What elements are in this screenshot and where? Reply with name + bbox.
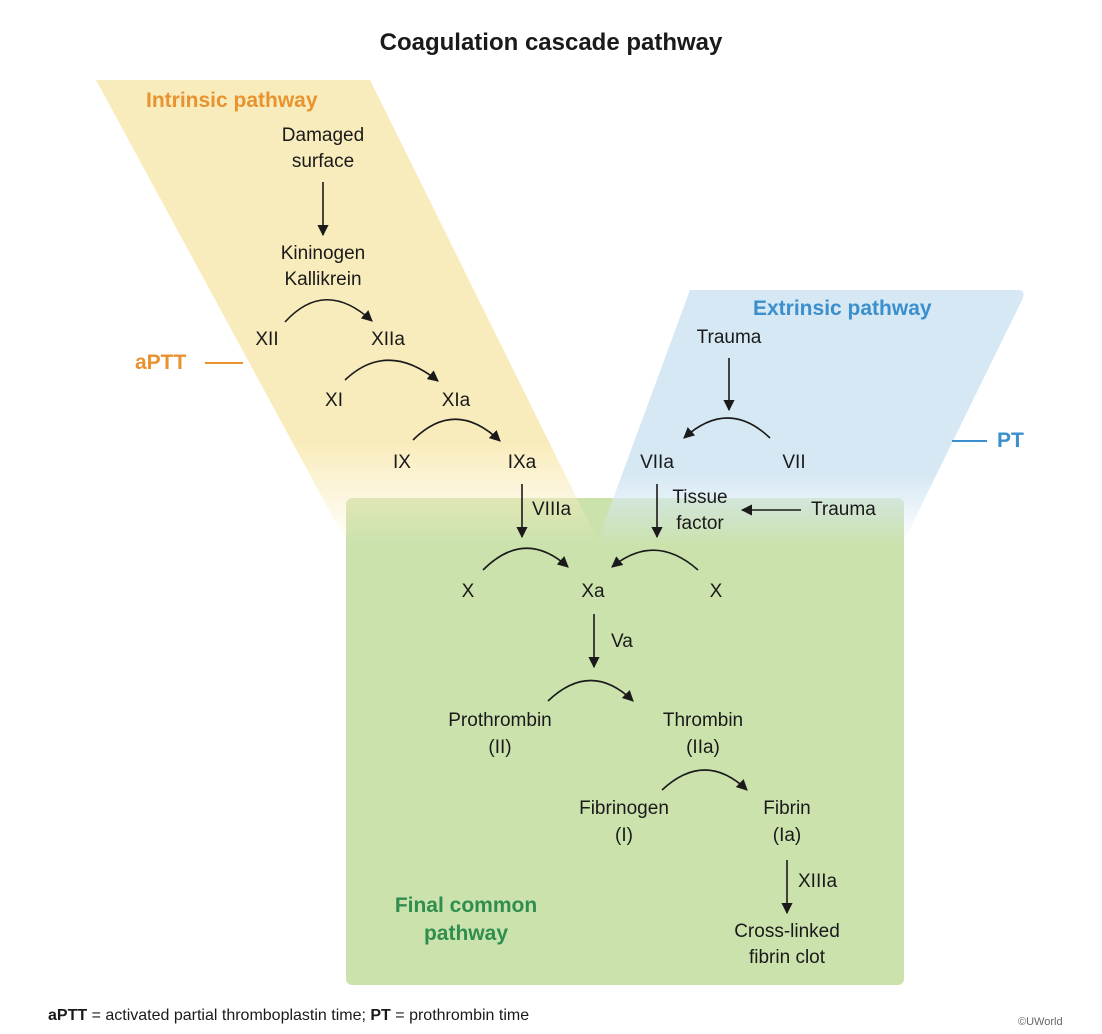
prothrombin-code: (II): [488, 737, 512, 758]
arrow-prothrombin-to-thrombin: [547, 679, 634, 702]
footer-pt-abbr: PT: [370, 1007, 391, 1024]
prothrombin-label: Prothrombin: [448, 710, 552, 731]
factor-va: Va: [611, 631, 633, 652]
factor-ixa: IXa: [507, 452, 537, 473]
trauma-tissue-label: Trauma: [811, 499, 876, 520]
factor-x-right: X: [709, 581, 723, 602]
factor-viia: VIIa: [640, 452, 674, 473]
trauma-label: Trauma: [696, 327, 762, 348]
factor-x-left: X: [461, 581, 475, 602]
kininogen-label: Kininogen: [280, 243, 366, 264]
damaged-surface-line1: Damaged: [281, 125, 365, 146]
arrow-x-to-xa-right: [611, 549, 699, 571]
fibrinogen-label: Fibrinogen: [579, 798, 669, 819]
tissue-factor-line1: Tissue: [672, 487, 728, 508]
damaged-surface-line2: surface: [291, 151, 355, 172]
clot-label-line2: fibrin clot: [748, 947, 826, 968]
tissue-factor-line2: factor: [676, 513, 724, 534]
common-pathway-label-line2: pathway: [423, 922, 509, 945]
factor-vii: VII: [782, 452, 806, 473]
factor-xiia: XIIa: [371, 329, 405, 350]
intrinsic-pathway-label: Intrinsic pathway: [146, 89, 318, 112]
thrombin-code: (IIa): [686, 737, 720, 758]
factor-xi: XI: [325, 390, 343, 411]
thrombin-label: Thrombin: [662, 710, 744, 731]
arrow-xi-to-xia: [344, 359, 439, 382]
aptt-label: aPTT: [135, 351, 187, 374]
clot-label-line1: Cross-linked: [734, 921, 840, 942]
fibrin-code: (Ia): [772, 825, 802, 846]
arrow-x-to-xa-left: [482, 547, 569, 571]
footer-aptt-def: = activated partial thromboplastin time;: [87, 1007, 371, 1024]
factor-xa: Xa: [581, 581, 605, 602]
fibrin-label: Fibrin: [763, 798, 811, 819]
common-pathway-label-line1: Final common: [394, 894, 538, 917]
footer-aptt-abbr: aPTT: [48, 1007, 88, 1024]
arrow-ix-to-ixa: [412, 418, 501, 442]
intrinsic-pathway-region: [96, 80, 600, 545]
fibrinogen-code: (I): [615, 825, 633, 846]
factor-xiiia: XIIIa: [798, 871, 838, 892]
extrinsic-pathway-region: [596, 290, 1024, 545]
pt-label: PT: [997, 429, 1024, 452]
footer-pt-def: = prothrombin time: [390, 1007, 530, 1024]
arrow-vii-to-viia: [683, 417, 771, 439]
arrow-xii-to-xiia: [284, 299, 373, 323]
copyright: ©UWorld: [1018, 1016, 1063, 1028]
factor-viiia: VIIIa: [532, 499, 572, 520]
page-title: Coagulation cascade pathway: [379, 29, 723, 56]
footer-legend: aPTT = activated partial thromboplastin …: [48, 1006, 529, 1026]
factor-xia: XIa: [441, 390, 471, 411]
arrow-fibrinogen-to-fibrin: [661, 769, 748, 791]
factor-ix: IX: [393, 452, 411, 473]
common-pathway-region: [346, 498, 904, 985]
extrinsic-pathway-label: Extrinsic pathway: [753, 297, 932, 320]
kallikrein-label: Kallikrein: [284, 269, 362, 290]
factor-xii: XII: [255, 329, 279, 350]
